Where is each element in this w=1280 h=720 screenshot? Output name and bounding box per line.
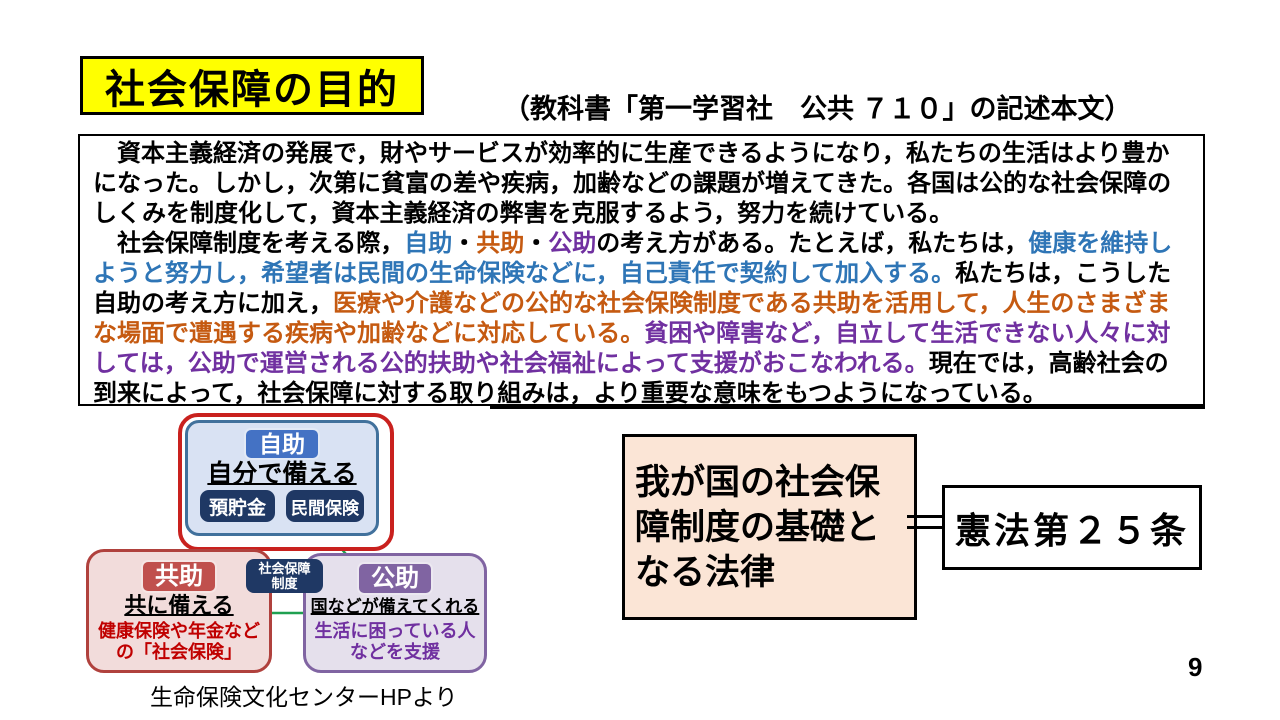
kojo-badge: 公助: [357, 562, 433, 595]
law-description-text: 我が国の社会保 障制度の基礎と なる法律: [635, 462, 881, 592]
kyojo-heading: 共に備える: [124, 593, 234, 618]
slide-subtitle: （教科書「第一学習社 公共 ７１０」の記述本文）: [503, 94, 1132, 124]
body-text: 資本主義経済の発展で，財やサービスが効率的に生産できるようになり，私たちの生活は…: [93, 140, 1173, 407]
constitution-article-text: 憲法第２５条: [954, 509, 1189, 551]
diagram-jijo-inner: 自助 自分で備える 預貯金 民間保険: [185, 420, 379, 536]
body-text-box: 資本主義経済の発展で，財やサービスが効率的に生産できるようになり，私たちの生活は…: [78, 134, 1205, 407]
jijo-badge: 自助: [244, 428, 320, 460]
diagram-caption: 生命保険文化センターHPより: [150, 684, 458, 710]
slide-title-box: 社会保障の目的: [80, 56, 424, 115]
law-description-box: 我が国の社会保 障制度の基礎と なる法律: [622, 434, 917, 620]
law-connector-double-line: [907, 515, 943, 529]
kojo-heading: 国などが備えてくれる: [310, 597, 480, 616]
page-number: 9: [1188, 652, 1203, 682]
jijo-item-savings: 預貯金: [200, 490, 275, 522]
kyojo-note: 健康保険や年金など の「社会保険」: [98, 621, 260, 662]
diagram-center-label: 社会保障 制度: [246, 559, 323, 593]
diagram-kyojo-box: 共助 共に備える 健康保険や年金など の「社会保険」: [86, 549, 272, 673]
diagram-kojo-box: 公助 国などが備えてくれる 生活に困っている人 などを支援: [303, 553, 487, 673]
jijo-heading: 自分で備える: [207, 460, 357, 488]
diagram-jijo-box: 自助 自分で備える 預貯金 民間保険: [178, 413, 394, 551]
kojo-note: 生活に困っている人 などを支援: [314, 621, 476, 662]
body-box-thick-underline: [490, 404, 1205, 409]
jijo-items: 預貯金 民間保険: [188, 490, 376, 522]
constitution-article-box: 憲法第２５条: [942, 485, 1202, 570]
jijo-item-private-insurance: 民間保険: [286, 490, 364, 522]
kyojo-badge: 共助: [141, 560, 217, 593]
slide-title: 社会保障の目的: [105, 67, 399, 112]
